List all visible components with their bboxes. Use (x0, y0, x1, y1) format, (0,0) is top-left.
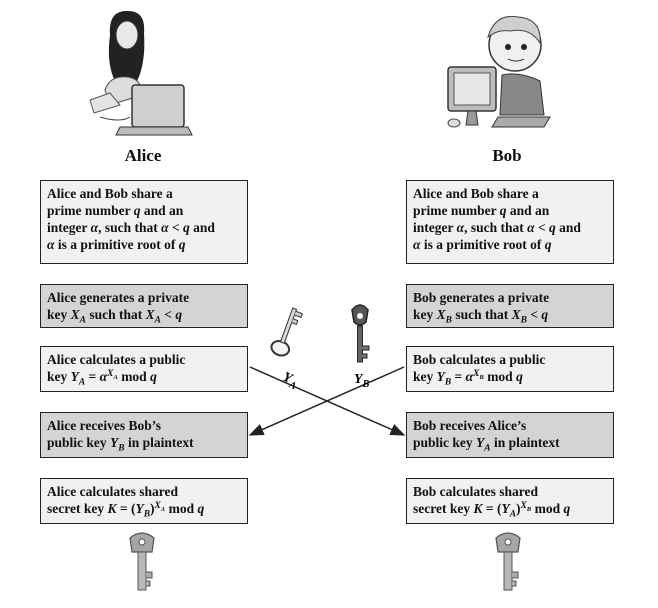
bob-public-line-2: key YB = αXB mod q (413, 368, 523, 388)
bob-receive-line-1: Bob receives Alice’s (413, 418, 527, 433)
bob-secret-box: Bob calculates shared secret key K = (YA… (406, 478, 614, 524)
alice-receive-box: Alice receives Bob’s public key YB in pl… (40, 412, 248, 458)
bob-secret-line-1: Bob calculates shared (413, 484, 539, 499)
alice-secret-line-1: Alice calculates shared (47, 484, 178, 499)
bob-secret-line-2: secret key K = (YA)XB mod q (413, 500, 571, 520)
alice-public-box: Alice calculates a public key YA = αXA m… (40, 346, 248, 392)
bob-share-box: Alice and Bob share a prime number q and… (406, 180, 614, 264)
alice-private-line-1: Alice generates a private (47, 290, 190, 305)
alice-share-line-2: prime number q and an (47, 203, 184, 218)
alice-share-line-4: α is a primitive root of q (47, 237, 186, 252)
bob-receive-box: Bob receives Alice’s public key YA in pl… (406, 412, 614, 458)
bob-public-box: Bob calculates a public key YB = αXB mod… (406, 346, 614, 392)
alice-receive-line-2: public key YB in plaintext (47, 435, 194, 454)
alice-public-key-icon (270, 307, 304, 357)
alice-public-line-1: Alice calculates a public (47, 352, 186, 367)
bob-public-key-icon (351, 304, 370, 363)
bob-name: Bob (492, 146, 522, 165)
bob-share-line-2: prime number q and an (413, 203, 550, 218)
alice-private-box: Alice generates a private key XA such th… (40, 284, 248, 328)
alice-public-key-label: YA (279, 370, 300, 393)
bob-share-line-3: integer α, such that α < q and (413, 220, 581, 235)
bob-share-line-1: Alice and Bob share a (413, 186, 539, 201)
alice-share-line-3: integer α, such that α < q and (47, 220, 215, 235)
alice-share-line-1: Alice and Bob share a (47, 186, 173, 201)
bob-private-line-1: Bob generates a private (413, 290, 550, 305)
bob-receive-line-2: public key YA in plaintext (413, 435, 560, 454)
bob-illustration-icon (447, 15, 551, 128)
alice-illustration-icon (89, 10, 193, 136)
bob-shared-key-icon (495, 532, 521, 591)
alice-receive-line-1: Alice receives Bob’s (47, 418, 161, 433)
bob-public-line-1: Bob calculates a public (413, 352, 546, 367)
alice-name: Alice (124, 146, 162, 165)
bob-share-line-4: α is a primitive root of q (413, 237, 552, 252)
alice-shared-key-icon (129, 532, 155, 591)
bob-to-alice-arrow (248, 366, 405, 436)
alice-private-line-2: key XA such that XA < q (47, 307, 183, 326)
alice-secret-line-2: secret key K = (YB)XA mod q (47, 500, 205, 520)
alice-public-line-2: key YA = αXA mod q (47, 368, 157, 388)
alice-secret-box: Alice calculates shared secret key K = (… (40, 478, 248, 524)
bob-private-box: Bob generates a private key XB such that… (406, 284, 614, 328)
alice-share-box: Alice and Bob share a prime number q and… (40, 180, 248, 264)
bob-private-line-2: key XB such that XB < q (413, 307, 549, 326)
